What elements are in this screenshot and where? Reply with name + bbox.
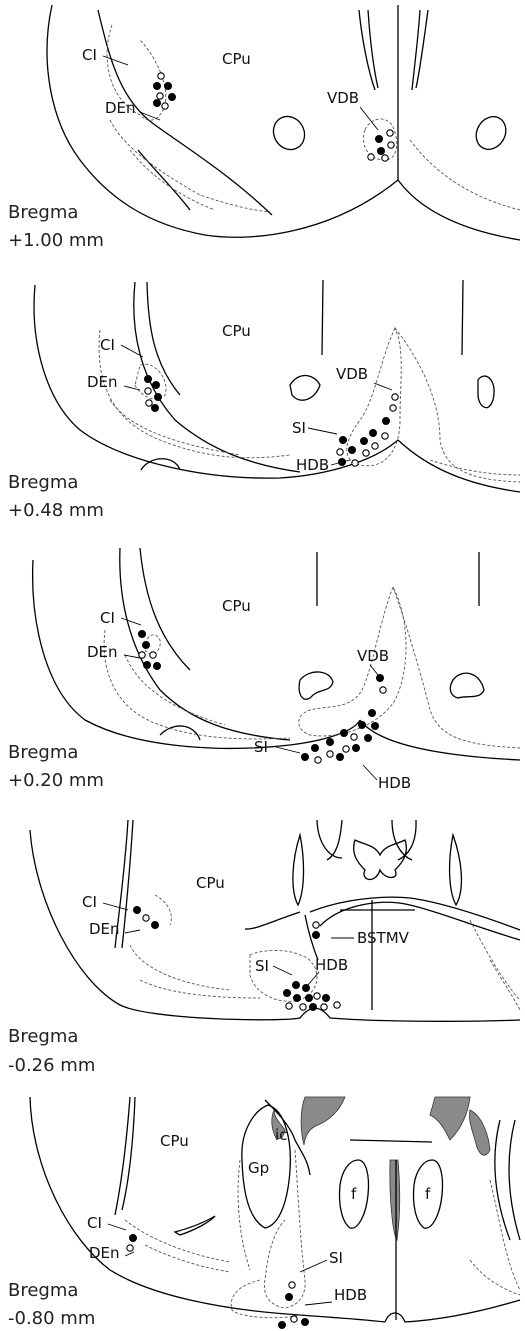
label-si: SI — [254, 738, 268, 756]
label-cpu: CPu — [222, 597, 251, 615]
dots — [134, 907, 341, 1011]
bregma-value: +0.20 mm — [8, 770, 104, 791]
anterior-commissure-left — [299, 672, 333, 699]
corpus-callosum-right — [430, 1097, 470, 1140]
bregma-value: +1.00 mm — [8, 230, 104, 251]
third-ventricle — [390, 1160, 400, 1240]
lateral-ventricle-left — [293, 835, 304, 905]
label-gp: Gp — [248, 1159, 269, 1177]
label-si: SI — [255, 957, 269, 975]
dots — [154, 73, 395, 161]
corpus-callosum-left — [301, 1097, 345, 1145]
bregma-value: -0.26 mm — [8, 1055, 95, 1076]
label-bstmv: BSTMV — [357, 929, 410, 947]
label-ci: CI — [82, 46, 97, 64]
label-ic: ic — [275, 1126, 287, 1144]
external-capsule — [115, 1097, 135, 1215]
label-den: DEn — [87, 643, 118, 661]
si-outline — [264, 1150, 305, 1308]
anterior-commissure-right — [450, 673, 484, 698]
panel-bregma-0-48: CPu CI DEn VDB SI HDB — [8, 280, 520, 521]
anterior-commissure-right — [470, 111, 511, 154]
label-si: SI — [292, 419, 306, 437]
label-den: DEn — [105, 99, 136, 117]
anterior-commissure-left — [290, 376, 320, 401]
bregma-label: Bregma — [8, 472, 78, 493]
label-vdb: VDB — [357, 647, 389, 665]
label-cpu: CPu — [196, 874, 225, 892]
label-ci: CI — [100, 609, 115, 627]
anterior-commissure-left — [268, 111, 311, 155]
dots — [127, 1235, 309, 1329]
label-ci: CI — [82, 893, 97, 911]
panel-bregma-1-00: CI CPu DEn VDB Bregma +1.00 mm — [8, 5, 520, 251]
label-ci: CI — [87, 1214, 102, 1232]
vdb-hdb-outline — [299, 587, 406, 736]
label-fornix-right: f — [425, 1185, 431, 1203]
label-si: SI — [329, 1249, 343, 1267]
panel-bregma-minus-0-80: ic CPu Gp f f CI DEn SI HDB Bregma -0.80… — [8, 1097, 520, 1329]
label-cpu: CPu — [222, 322, 251, 340]
external-capsule — [134, 282, 300, 472]
panel-bregma-minus-0-26: CPu CI DEn BSTMV SI HDB — [8, 820, 520, 1076]
label-cpu: CPu — [222, 50, 251, 68]
bregma-label: Bregma — [8, 742, 78, 763]
label-vdb: VDB — [327, 89, 359, 107]
label-fornix-left: f — [351, 1185, 357, 1203]
label-hdb: HDB — [315, 956, 348, 974]
bregma-label: Bregma — [8, 202, 78, 223]
bregma-label: Bregma — [8, 1280, 78, 1301]
brain-outline — [30, 1097, 385, 1322]
panel-bregma-0-20: CPu CI DEn VDB SI HDB — [8, 548, 520, 792]
label-ci: CI — [100, 336, 115, 354]
label-cpu: CPu — [160, 1132, 189, 1150]
bregma-value: +0.48 mm — [8, 500, 104, 521]
bregma-label: Bregma — [8, 1026, 78, 1047]
label-hdb: HDB — [296, 456, 329, 474]
brain-outline — [33, 560, 360, 748]
label-den: DEn — [89, 1244, 120, 1262]
label-den: DEn — [89, 920, 120, 938]
brain-outline-right — [398, 180, 520, 240]
bregma-value: -0.80 mm — [8, 1308, 95, 1329]
dots — [145, 376, 399, 467]
anterior-commissure-right — [478, 376, 494, 408]
label-hdb: HDB — [334, 1286, 367, 1304]
den-outline — [155, 895, 171, 925]
lateral-ventricle-right — [450, 835, 462, 905]
label-hdb: HDB — [378, 774, 411, 792]
label-den: DEn — [87, 373, 118, 391]
label-vdb: VDB — [336, 365, 368, 383]
